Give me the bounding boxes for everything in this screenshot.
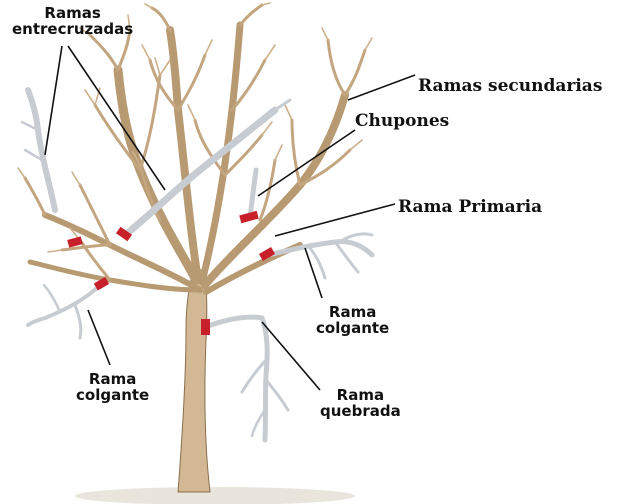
label-rama-quebrada: Rama quebrada xyxy=(320,386,401,420)
leader-line xyxy=(347,74,416,101)
primary-branches xyxy=(27,21,349,295)
cut-mark xyxy=(258,247,276,261)
leader-line xyxy=(304,247,323,299)
label-text: Chupones xyxy=(355,111,450,131)
label-line: Ramas xyxy=(44,4,101,22)
cut-mark xyxy=(115,226,133,242)
label-line: Rama xyxy=(88,370,137,388)
water-sprout xyxy=(247,167,259,221)
label-line: colgante xyxy=(76,385,150,404)
ground-shadow xyxy=(75,487,355,504)
leader-line xyxy=(67,45,166,191)
leader-lines xyxy=(44,45,416,391)
tree-trunk xyxy=(177,269,211,493)
branches-to-remove xyxy=(20,87,375,443)
leader-line xyxy=(257,129,356,197)
cut-mark xyxy=(67,236,83,248)
label-ramas-secundarias: Ramas secundarias xyxy=(418,76,603,96)
secondary-branches xyxy=(23,3,367,282)
label-line: entrecruzadas xyxy=(12,19,134,38)
leader-line xyxy=(44,45,63,156)
leader-line xyxy=(87,309,111,366)
label-line: colgante xyxy=(316,318,390,337)
twigs xyxy=(17,2,373,253)
crossing-branch-right xyxy=(121,106,279,239)
label-ramas-entrecruzadas: Ramas entrecruzadas xyxy=(12,4,134,38)
label-line: quebrada xyxy=(320,401,401,420)
leader-line xyxy=(274,203,396,237)
hanging-branch-left xyxy=(26,283,102,327)
leader-line xyxy=(261,321,321,391)
tree xyxy=(17,2,373,493)
cut-mark xyxy=(239,210,259,224)
hanging-branch-right xyxy=(265,239,375,258)
label-rama-colgante-left: Rama colgante xyxy=(76,370,150,404)
label-text: Rama Primaria xyxy=(398,197,543,217)
label-chupones: Chupones xyxy=(355,111,450,131)
label-text: Ramas secundarias xyxy=(418,76,603,96)
label-line: Rama xyxy=(328,303,377,321)
broken-branch xyxy=(205,314,270,443)
label-line: Rama xyxy=(336,386,385,404)
label-rama-primaria: Rama Primaria xyxy=(398,197,543,217)
label-rama-colgante-right: Rama colgante xyxy=(316,303,390,337)
cut-mark xyxy=(201,319,210,335)
cut-marks xyxy=(67,210,276,335)
cut-mark xyxy=(93,277,110,291)
